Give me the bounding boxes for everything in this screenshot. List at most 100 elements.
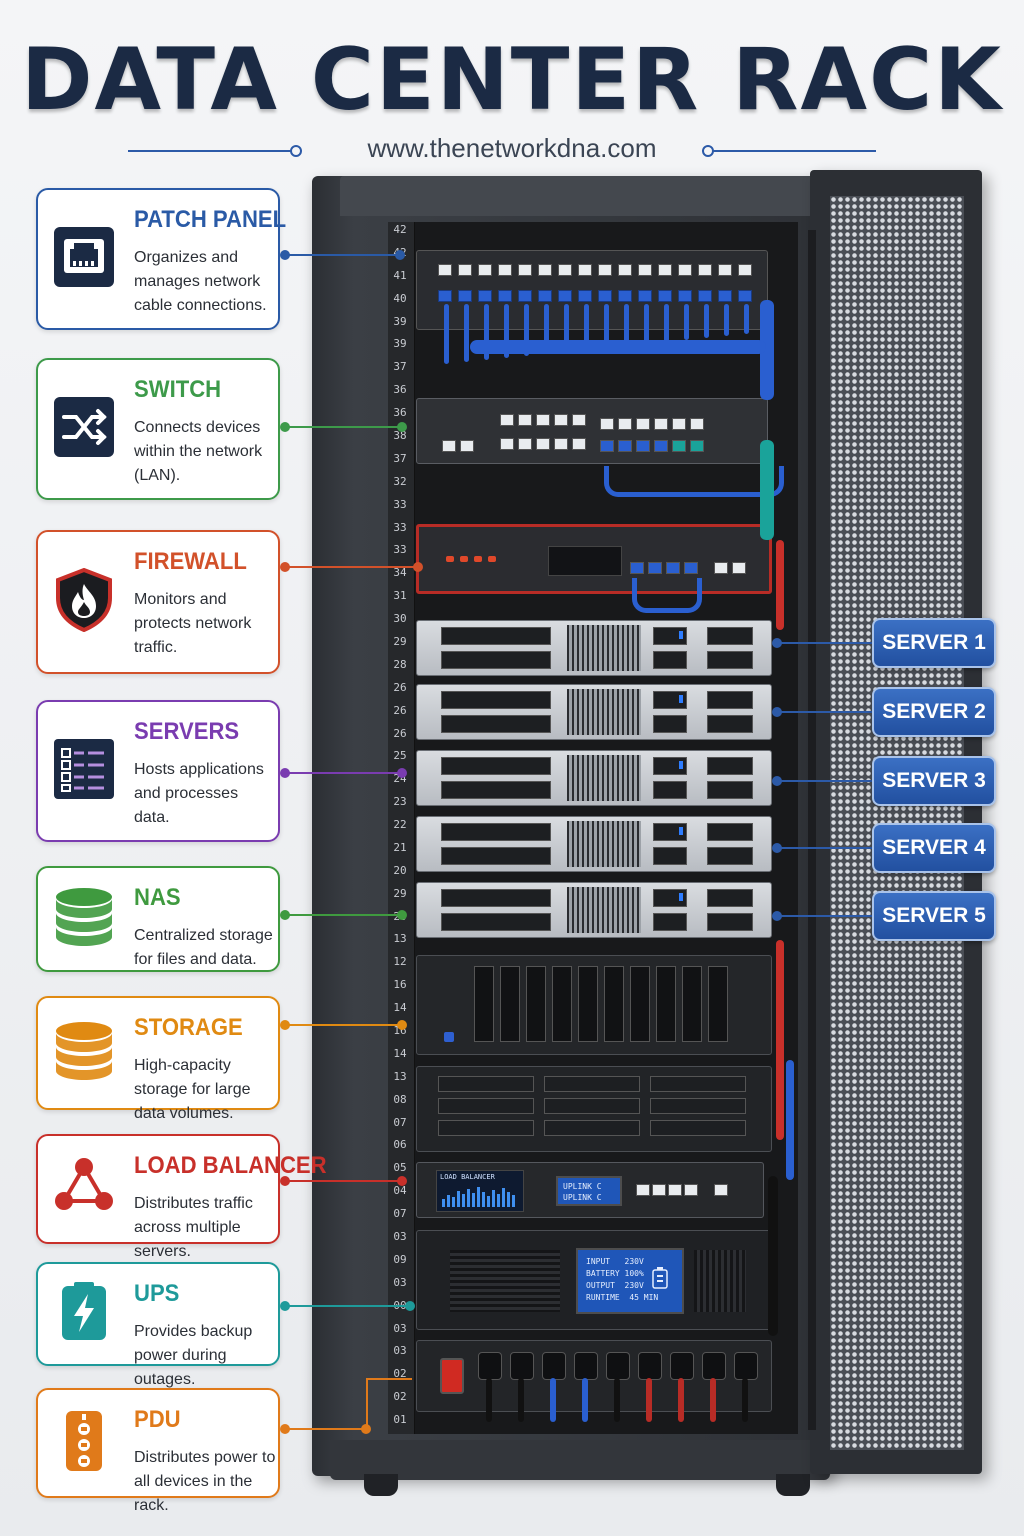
patch-panel-port[interactable] — [738, 264, 752, 276]
server-label-5[interactable]: SERVER 5 — [872, 891, 996, 941]
switch-port[interactable] — [460, 440, 474, 452]
patch-panel-port[interactable] — [658, 264, 672, 276]
patch-panel-port-connected[interactable] — [498, 290, 512, 302]
switch-port[interactable] — [518, 438, 532, 450]
switch-port[interactable] — [654, 418, 668, 430]
patch-panel-port[interactable] — [578, 264, 592, 276]
patch-panel-port-connected[interactable] — [598, 290, 612, 302]
nas-drive-bay[interactable] — [656, 966, 676, 1042]
switch-port[interactable] — [618, 418, 632, 430]
storage-drive-bay[interactable] — [650, 1098, 746, 1114]
patch-panel-port-connected[interactable] — [518, 290, 532, 302]
switch-port-connected[interactable] — [600, 440, 614, 452]
switch-port[interactable] — [600, 418, 614, 430]
patch-panel-port[interactable] — [558, 264, 572, 276]
switch-device[interactable] — [416, 398, 768, 464]
server-unit-2[interactable] — [416, 684, 772, 740]
switch-port[interactable] — [572, 438, 586, 450]
load-balancer-port[interactable] — [636, 1184, 650, 1196]
storage-drive-bay[interactable] — [438, 1120, 534, 1136]
patch-panel-port-connected[interactable] — [678, 290, 692, 302]
patch-panel-port[interactable] — [498, 264, 512, 276]
firewall-port-connected[interactable] — [648, 562, 662, 574]
patch-panel-port-connected[interactable] — [618, 290, 632, 302]
pdu-outlet[interactable] — [638, 1352, 662, 1380]
switch-port-connected[interactable] — [618, 440, 632, 452]
storage-drive-bay[interactable] — [544, 1120, 640, 1136]
load-balancer-port[interactable] — [668, 1184, 682, 1196]
patch-panel-port[interactable] — [458, 264, 472, 276]
firewall-port[interactable] — [732, 562, 746, 574]
patch-panel-port[interactable] — [478, 264, 492, 276]
patch-panel-port[interactable] — [678, 264, 692, 276]
switch-port[interactable] — [690, 418, 704, 430]
firewall-port-connected[interactable] — [684, 562, 698, 574]
switch-port[interactable] — [554, 438, 568, 450]
firewall-port-connected[interactable] — [666, 562, 680, 574]
pdu-outlet[interactable] — [702, 1352, 726, 1380]
patch-panel-port[interactable] — [598, 264, 612, 276]
nas-drive-bay[interactable] — [604, 966, 624, 1042]
pdu-outlet[interactable] — [478, 1352, 502, 1380]
patch-panel-port-connected[interactable] — [438, 290, 452, 302]
server-unit-5[interactable] — [416, 882, 772, 938]
firewall-port[interactable] — [714, 562, 728, 574]
patch-panel-port[interactable] — [698, 264, 712, 276]
patch-panel-port-connected[interactable] — [638, 290, 652, 302]
nas-drive-bay[interactable] — [552, 966, 572, 1042]
patch-panel-port[interactable] — [718, 264, 732, 276]
switch-port-connected[interactable] — [636, 440, 650, 452]
switch-port[interactable] — [636, 418, 650, 430]
switch-port[interactable] — [500, 438, 514, 450]
patch-panel-port[interactable] — [538, 264, 552, 276]
nas-drive-bay[interactable] — [526, 966, 546, 1042]
pdu-power-switch[interactable] — [440, 1358, 464, 1394]
server-unit-3[interactable] — [416, 750, 772, 806]
nas-drive-bay[interactable] — [682, 966, 702, 1042]
server-label-1[interactable]: SERVER 1 — [872, 618, 996, 668]
server-unit-1[interactable] — [416, 620, 772, 676]
nas-drive-bay[interactable] — [578, 966, 598, 1042]
patch-panel-port-connected[interactable] — [558, 290, 572, 302]
switch-port[interactable] — [572, 414, 586, 426]
pdu-outlet[interactable] — [510, 1352, 534, 1380]
storage-drive-bay[interactable] — [438, 1076, 534, 1092]
patch-panel-port-connected[interactable] — [698, 290, 712, 302]
pdu-outlet[interactable] — [606, 1352, 630, 1380]
storage-drive-bay[interactable] — [544, 1098, 640, 1114]
switch-port[interactable] — [518, 414, 532, 426]
patch-panel-port-connected[interactable] — [578, 290, 592, 302]
load-balancer-port[interactable] — [652, 1184, 666, 1196]
patch-panel-port-connected[interactable] — [538, 290, 552, 302]
storage-drive-bay[interactable] — [650, 1076, 746, 1092]
switch-port-connected[interactable] — [654, 440, 668, 452]
firewall-port-connected[interactable] — [630, 562, 644, 574]
switch-port[interactable] — [536, 438, 550, 450]
pdu-outlet[interactable] — [574, 1352, 598, 1380]
patch-panel-port-connected[interactable] — [458, 290, 472, 302]
switch-port[interactable] — [554, 414, 568, 426]
nas-drive-bay[interactable] — [630, 966, 650, 1042]
patch-panel-port-connected[interactable] — [658, 290, 672, 302]
storage-drive-bay[interactable] — [544, 1076, 640, 1092]
load-balancer-port[interactable] — [714, 1184, 728, 1196]
switch-port-connected[interactable] — [672, 440, 686, 452]
server-label-3[interactable]: SERVER 3 — [872, 756, 996, 806]
storage-drive-bay[interactable] — [438, 1098, 534, 1114]
server-unit-4[interactable] — [416, 816, 772, 872]
pdu-outlet[interactable] — [542, 1352, 566, 1380]
nas-drive-bay[interactable] — [500, 966, 520, 1042]
pdu-outlet[interactable] — [734, 1352, 758, 1380]
server-label-4[interactable]: SERVER 4 — [872, 823, 996, 873]
storage-drive-bay[interactable] — [650, 1120, 746, 1136]
switch-port[interactable] — [536, 414, 550, 426]
patch-panel-port[interactable] — [518, 264, 532, 276]
patch-panel-port[interactable] — [618, 264, 632, 276]
